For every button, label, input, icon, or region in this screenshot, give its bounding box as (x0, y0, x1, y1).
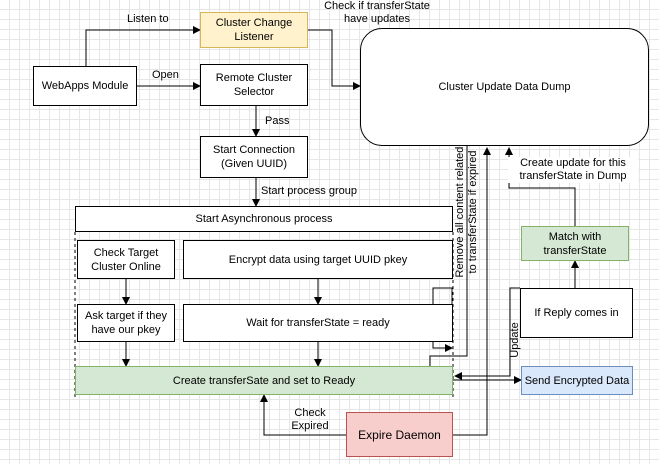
listen-to-label: Listen to (127, 13, 169, 25)
check-transfer-label: Check if transferState have updates (324, 0, 430, 25)
edge-update (454, 287, 520, 380)
edge-remove-content (429, 146, 468, 366)
edge-check-expired (260, 394, 346, 436)
ask-target-pkey-node[interactable]: Ask target if they have our pkey (77, 304, 175, 342)
remove-content-label: Remove all content related to transferSt… (454, 146, 479, 278)
send-encrypted-data-node[interactable]: Send Encrypted Data (521, 366, 633, 395)
create-transfer-state-node[interactable]: Create transferSate and set to Ready (75, 366, 453, 395)
edge-expire-dump (453, 147, 491, 436)
match-transfer-state-node[interactable]: Match with transferState (521, 226, 629, 261)
open-label: Open (152, 69, 179, 81)
reply-comes-in-node[interactable]: If Reply comes in (520, 288, 633, 338)
start-async-process-node[interactable]: Start Asynchronous process (75, 206, 453, 232)
update-label: Update (509, 322, 521, 358)
encrypt-data-node[interactable]: Encrypt data using target UUID pkey (183, 240, 453, 279)
remote-cluster-selector-node[interactable]: Remote Cluster Selector (200, 64, 308, 106)
cluster-change-listener-node[interactable]: Cluster Change Listener (200, 12, 308, 48)
cluster-update-dump-node[interactable]: Cluster Update Data Dump (360, 28, 649, 146)
start-connection-node[interactable]: Start Connection (Given UUID) (200, 136, 308, 178)
pass-label: Pass (265, 115, 290, 127)
expire-daemon-node[interactable]: Expire Daemon (346, 412, 453, 457)
edge-wait-loop (432, 287, 453, 352)
edge-listen-to (85, 26, 201, 66)
check-target-cluster-node[interactable]: Check Target Cluster Online (77, 240, 175, 279)
create-update-label: Create update for this transferState in … (508, 157, 638, 183)
start-process-group-label: Start process group (261, 185, 357, 197)
webapps-module-node[interactable]: WebApps Module (33, 66, 137, 106)
edge-check-transfer (307, 29, 361, 90)
check-expired-label: Check Expired (291, 407, 329, 432)
wait-transfer-state-node[interactable]: Wait for transferState = ready (183, 304, 453, 342)
